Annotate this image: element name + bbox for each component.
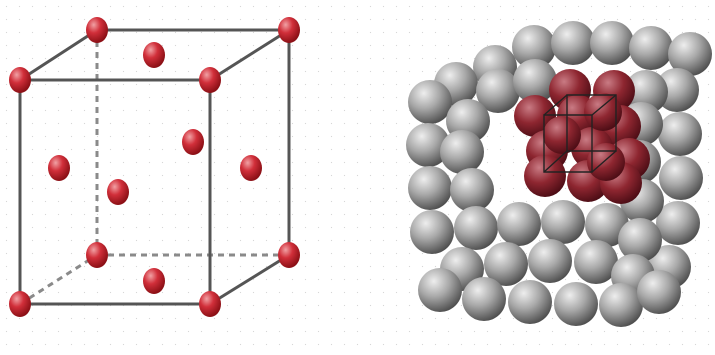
sphere bbox=[512, 25, 556, 69]
highlighted-sphere bbox=[587, 143, 625, 181]
face-atom-front bbox=[107, 179, 129, 205]
corner-atom-back-bottom-left bbox=[86, 242, 108, 268]
sphere bbox=[408, 80, 452, 124]
fcc-atoms bbox=[9, 17, 300, 317]
highlighted-sphere bbox=[584, 93, 622, 131]
sphere bbox=[629, 26, 673, 70]
corner-atom-front-bottom-left bbox=[9, 291, 31, 317]
face-atom-right bbox=[240, 155, 262, 181]
sphere bbox=[585, 203, 629, 247]
sphere bbox=[406, 123, 450, 167]
highlighted-sphere bbox=[543, 116, 581, 154]
highlighted-cube-outline bbox=[543, 94, 617, 173]
sphere bbox=[659, 156, 703, 200]
sphere bbox=[599, 283, 643, 327]
front-sphere-layer bbox=[418, 239, 681, 327]
sphere bbox=[497, 202, 541, 246]
corner-atom-back-top-left bbox=[86, 17, 108, 43]
corner-atom-front-top-left bbox=[9, 67, 31, 93]
highlighted-unit-cell-spheres bbox=[514, 69, 650, 204]
sphere bbox=[551, 21, 595, 65]
cube-bottom-connectors bbox=[543, 150, 617, 173]
sphere bbox=[541, 200, 585, 244]
corner-atom-back-top-right bbox=[278, 17, 300, 43]
face-atom-top bbox=[143, 42, 165, 68]
sphere-packing-panel bbox=[406, 21, 712, 327]
sphere bbox=[418, 268, 462, 312]
sphere bbox=[440, 130, 484, 174]
sphere bbox=[408, 166, 452, 210]
face-atom-bottom bbox=[143, 268, 165, 294]
sphere bbox=[410, 210, 454, 254]
unit-cell-hidden-edges bbox=[19, 30, 289, 306]
sphere bbox=[668, 32, 712, 76]
cube-top-connectors bbox=[543, 94, 617, 116]
sphere bbox=[508, 280, 552, 324]
sphere bbox=[484, 242, 528, 286]
highlighted-sphere bbox=[524, 155, 566, 197]
face-atom-back bbox=[182, 129, 204, 155]
fcc-unit-cell-panel bbox=[9, 17, 300, 317]
sphere bbox=[574, 240, 618, 284]
edge-top-left-diagonal bbox=[19, 28, 98, 82]
sphere bbox=[658, 112, 702, 156]
corner-atom-front-bottom-right bbox=[199, 291, 221, 317]
sphere bbox=[554, 282, 598, 326]
sphere bbox=[454, 206, 498, 250]
sphere bbox=[528, 239, 572, 283]
unit-cell-visible-edges bbox=[18, 28, 291, 306]
sphere bbox=[450, 168, 494, 212]
hidden-edge-bottom-left bbox=[19, 253, 98, 306]
corner-atom-front-top-right bbox=[199, 67, 221, 93]
sphere bbox=[513, 59, 557, 103]
sphere bbox=[476, 69, 520, 113]
sphere bbox=[590, 21, 634, 65]
edge-top-right-diagonal bbox=[209, 28, 290, 82]
sphere bbox=[618, 218, 662, 262]
edge-bottom-right-diagonal bbox=[209, 253, 290, 306]
corner-atom-back-bottom-right bbox=[278, 242, 300, 268]
sphere bbox=[656, 201, 700, 245]
sphere bbox=[462, 277, 506, 321]
sphere bbox=[637, 270, 681, 314]
face-atom-left bbox=[48, 155, 70, 181]
